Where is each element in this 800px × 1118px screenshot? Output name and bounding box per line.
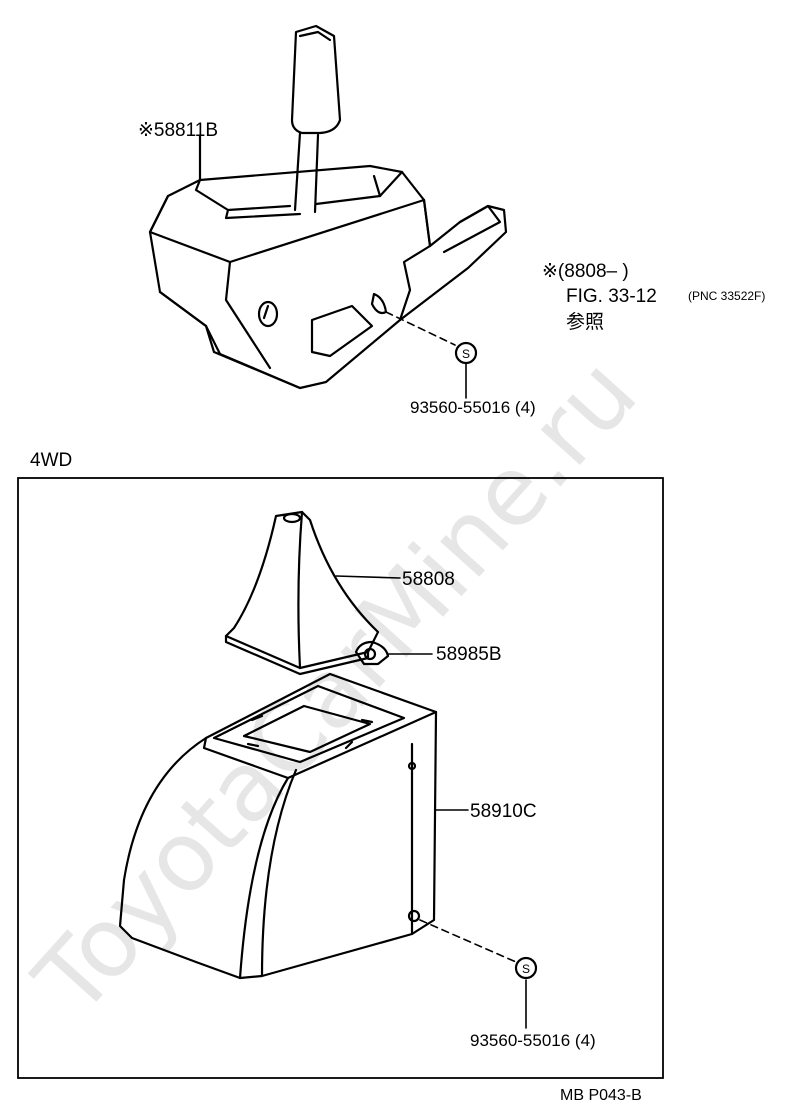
screw-symbol-upper: S	[462, 347, 470, 361]
section-4wd-frame	[17, 477, 664, 1079]
screw-symbol-lower: S	[522, 962, 530, 976]
page-code: MB P043-B	[560, 1087, 642, 1104]
console-part-number: 58910C	[470, 801, 537, 822]
section-label-4wd: 4WD	[30, 450, 72, 471]
screw-symbol-upper-circle	[454, 341, 478, 365]
upper-screw-part-number: 93560-55016 (4)	[410, 398, 536, 417]
lower-screw-part-number: 93560-55016 (4)	[470, 1031, 596, 1050]
shift-lever	[290, 24, 342, 214]
shift-cover-body	[148, 164, 508, 390]
upper-assembly	[148, 24, 508, 399]
shift-cover-part-number: ※58811B	[138, 120, 218, 141]
note-pnc-reference: (PNC 33522F)	[688, 289, 765, 303]
boot-part-number: 58808	[402, 569, 455, 590]
console-box	[118, 672, 438, 980]
note-refer-text: 参照	[566, 311, 604, 333]
note-figure-reference: FIG. 33-12	[566, 286, 657, 307]
watermark-text: ToyotaCarMine.ru	[13, 337, 658, 1036]
retainer-part-number: 58985B	[436, 644, 502, 665]
screw-symbol-lower-circle	[514, 956, 538, 980]
note-range-text: ※(8808– )	[542, 261, 629, 282]
retainer-clip	[354, 640, 390, 666]
lower-assembly	[118, 510, 538, 1029]
